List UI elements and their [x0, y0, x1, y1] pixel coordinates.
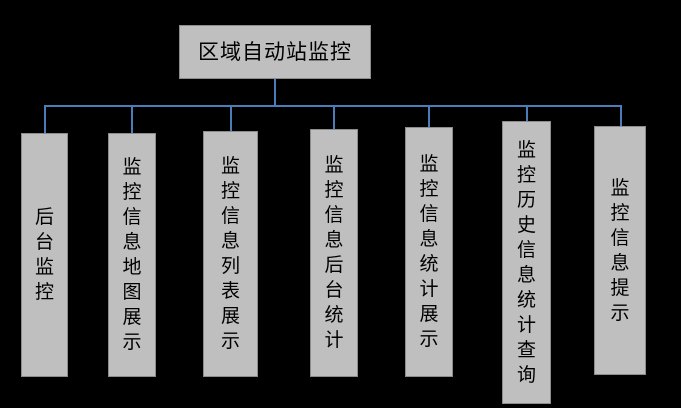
child-node-6-label: 监控历史信息统计查询	[517, 138, 537, 386]
connector-drop-7	[620, 105, 622, 127]
connector-drop-2	[131, 105, 133, 135]
child-node-4[interactable]: 监控信息后台统计	[310, 129, 358, 377]
root-node[interactable]: 区域自动站监控	[179, 25, 371, 79]
connector-drop-4	[333, 105, 335, 131]
connector-drop-6	[526, 105, 528, 123]
child-node-4-label: 监控信息后台统计	[324, 154, 344, 351]
child-node-7-label: 监控信息提示	[610, 176, 630, 324]
child-node-6[interactable]: 监控历史信息统计查询	[502, 121, 551, 404]
root-node-label: 区域自动站监控	[198, 40, 352, 64]
child-node-3-label: 监控信息列表展示	[221, 155, 241, 352]
child-node-1[interactable]: 后台监控	[21, 133, 68, 377]
child-node-2[interactable]: 监控信息地图展示	[108, 133, 156, 377]
connector-horizontal-bus	[44, 105, 621, 107]
child-node-5[interactable]: 监控信息统计展示	[405, 127, 453, 377]
child-node-1-label: 后台监控	[35, 206, 55, 303]
child-node-7[interactable]: 监控信息提示	[594, 126, 646, 375]
connector-drop-5	[428, 105, 430, 129]
child-node-3[interactable]: 监控信息列表展示	[203, 131, 258, 377]
child-node-5-label: 监控信息统计展示	[419, 153, 439, 350]
connector-drop-1	[44, 105, 46, 135]
connector-root-stem	[274, 79, 276, 107]
connector-drop-3	[230, 105, 232, 133]
child-node-2-label: 监控信息地图展示	[122, 156, 142, 353]
